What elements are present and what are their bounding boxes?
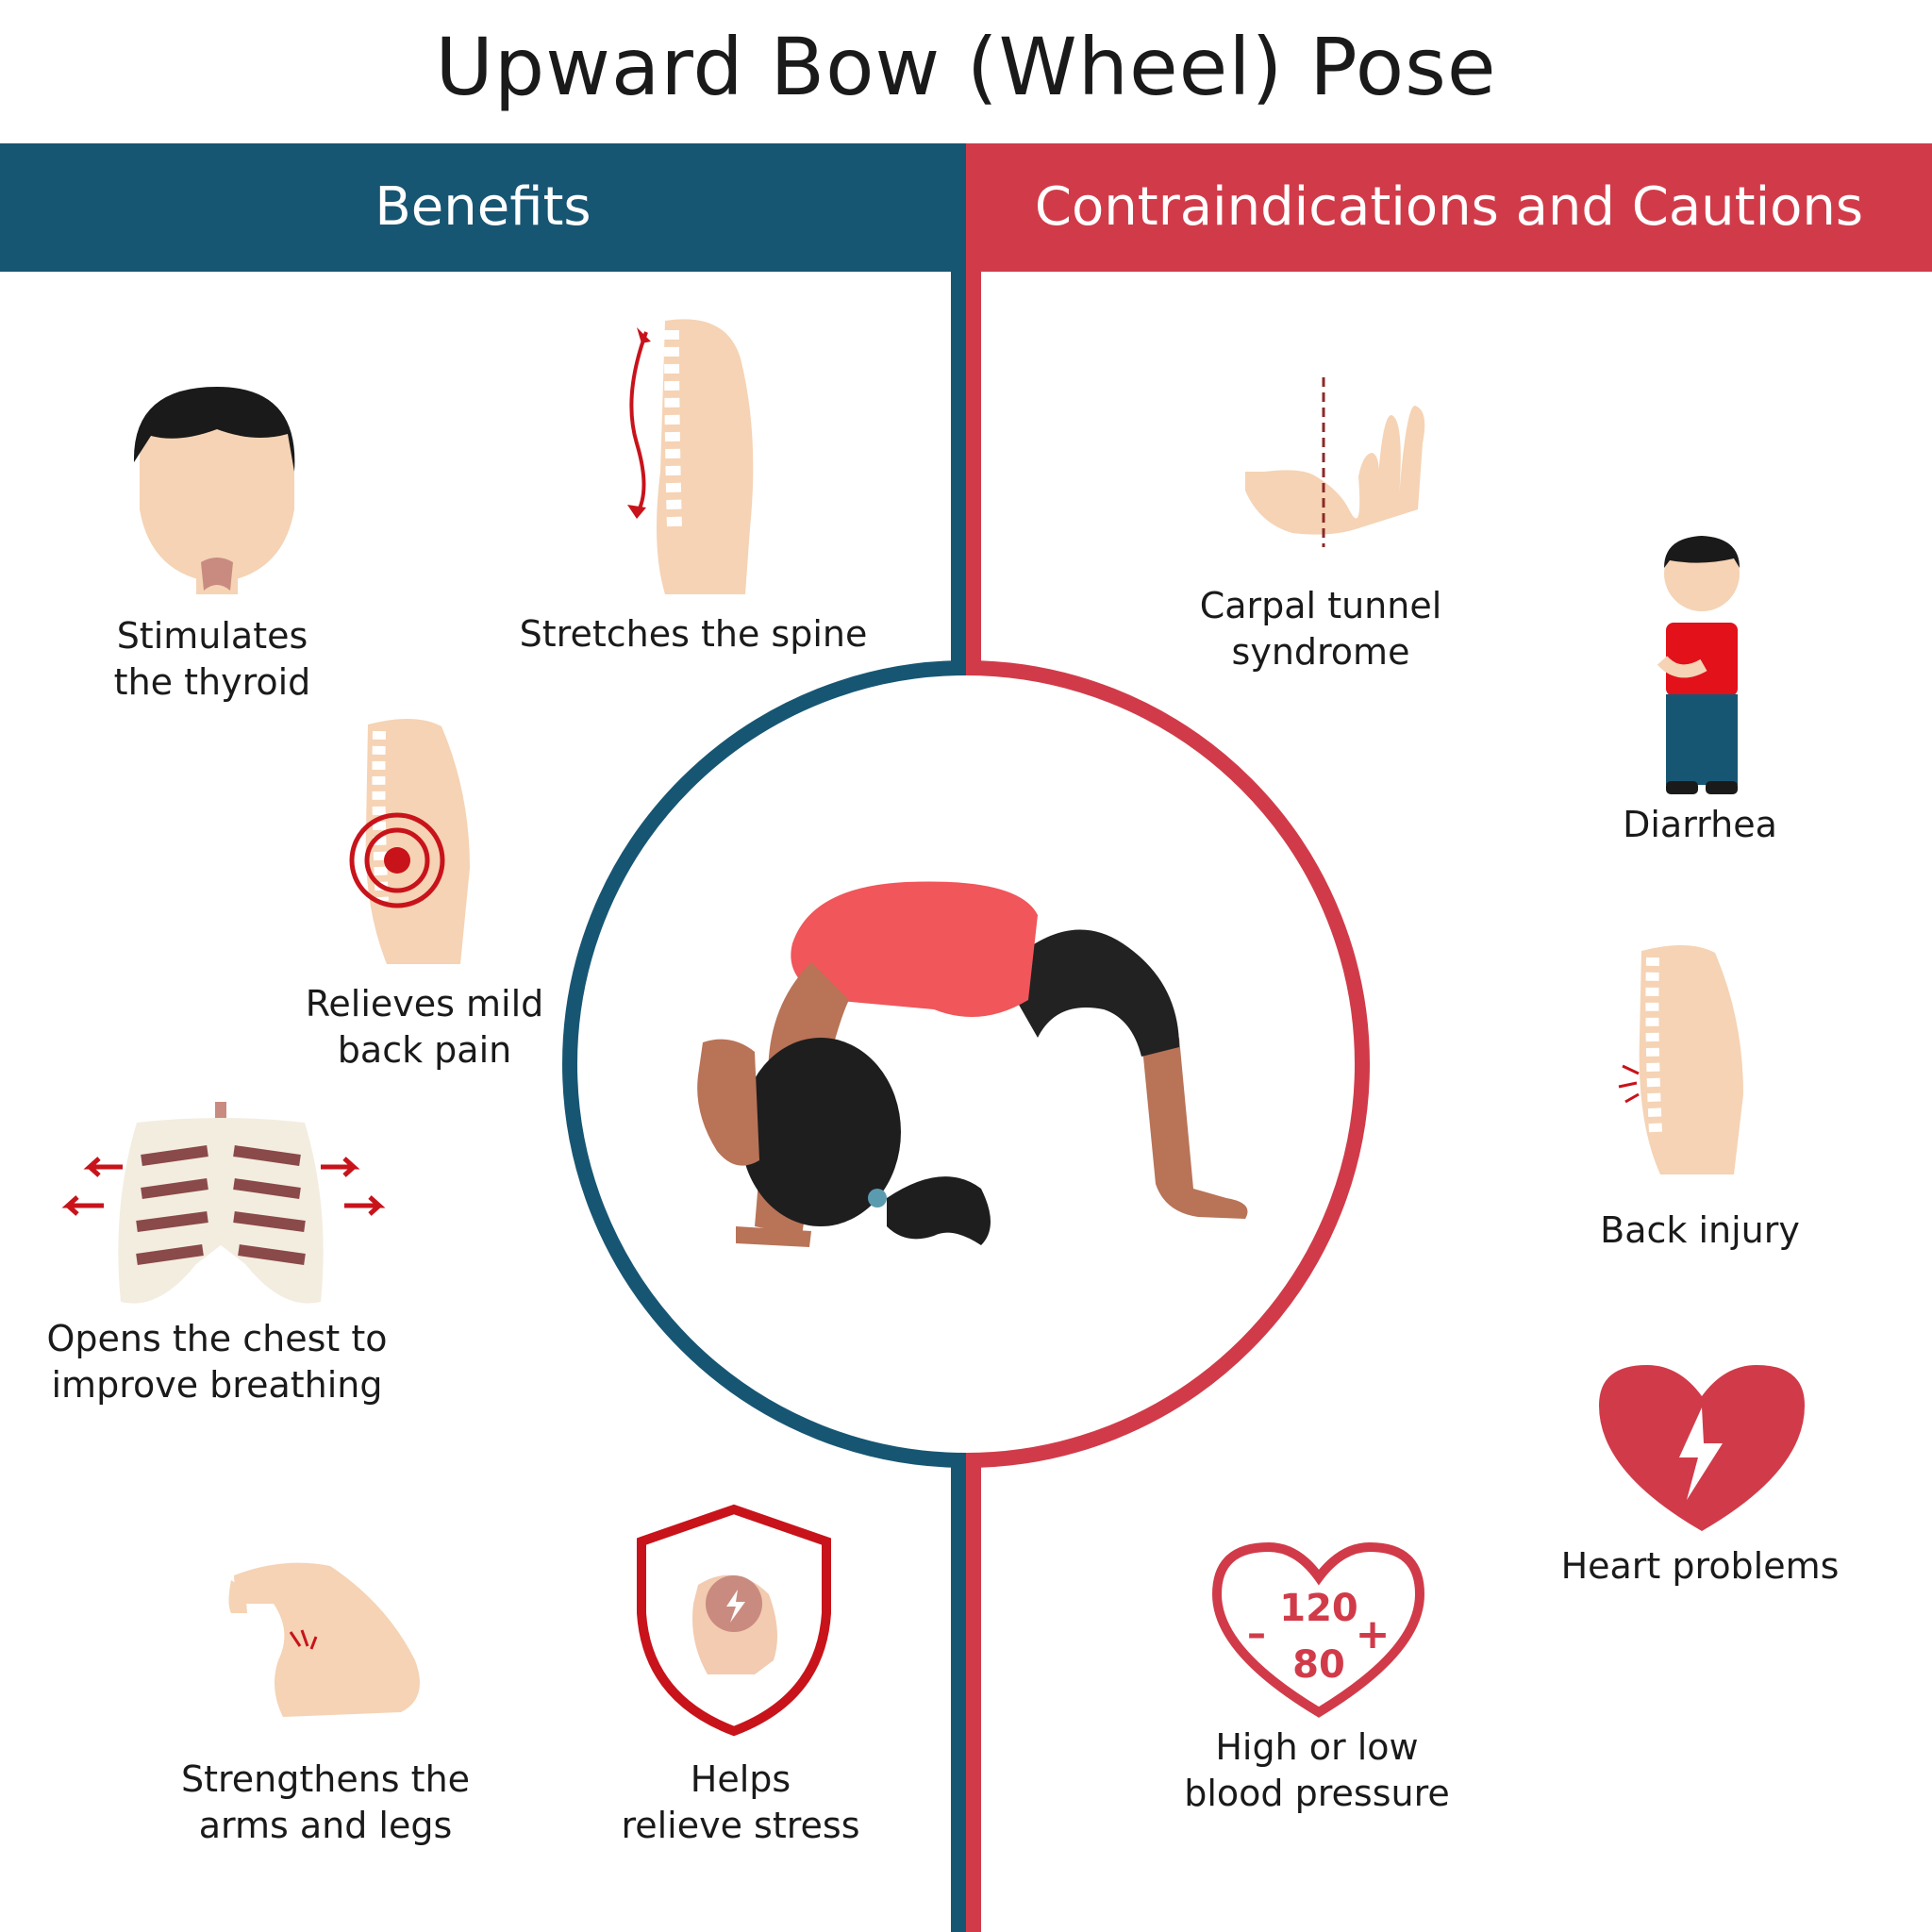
arrow-up-icon: [637, 327, 651, 343]
wheel-pose-figure: [697, 881, 1248, 1247]
arrow-right-icon: [344, 1195, 386, 1216]
heart-bolt-icon: [1599, 1365, 1805, 1531]
center-ring-red: [965, 660, 1370, 1468]
benefit-label-arms: Strengthens the arms and legs: [180, 1758, 471, 1846]
benefit-label-backpain: Relieves mild back pain: [305, 983, 544, 1071]
benefit-label-spine: Stretches the spine: [519, 613, 868, 655]
bp-diastolic: 80: [1292, 1643, 1345, 1687]
back-injury-icon: [1618, 944, 1743, 1174]
cautions-header: Contraindications and Cautions: [966, 143, 1932, 272]
benefit-label-stress: Helps relieve stress: [621, 1758, 860, 1846]
caution-label-bp: High or low blood pressure: [1184, 1726, 1450, 1814]
shield-brain-icon: [637, 1504, 831, 1737]
bolt-icon: [1679, 1407, 1723, 1500]
caution-label-heart: Heart problems: [1560, 1545, 1840, 1587]
back-target-icon: [349, 718, 470, 964]
center-ring-blue: [562, 660, 967, 1468]
benefit-label-chest: Opens the chest to improve breathing: [46, 1318, 388, 1406]
benefits-header: Benefits: [0, 143, 966, 272]
ribcage-icon: [61, 1102, 386, 1304]
page-title: Upward Bow (Wheel) Pose: [435, 21, 1497, 113]
bp-plus: +: [1356, 1610, 1391, 1658]
caution-label-backinjury: Back injury: [1600, 1209, 1800, 1251]
arrow-left-icon: [61, 1195, 104, 1216]
arrow-right-icon: [321, 1157, 360, 1177]
bp-systolic: 120: [1279, 1587, 1358, 1630]
heart-bp-icon: 120 80 – +: [1211, 1541, 1425, 1718]
boy-stomach-icon: [1657, 536, 1740, 794]
head-thyroid-icon: [133, 387, 295, 594]
caution-label-diarrhea: Diarrhea: [1623, 804, 1777, 845]
arrow-left-icon: [83, 1157, 123, 1177]
bp-minus: –: [1247, 1612, 1266, 1656]
arrow-down-icon: [627, 505, 646, 519]
bolt-icon: [726, 1590, 745, 1623]
hand-icon: [1245, 377, 1425, 547]
spine-stretch-icon: [627, 319, 754, 594]
caution-label-carpal: Carpal tunnel syndrome: [1199, 585, 1442, 673]
flexed-arm-icon: [228, 1562, 420, 1717]
benefit-label-thyroid: Stimulates the thyroid: [113, 615, 311, 703]
